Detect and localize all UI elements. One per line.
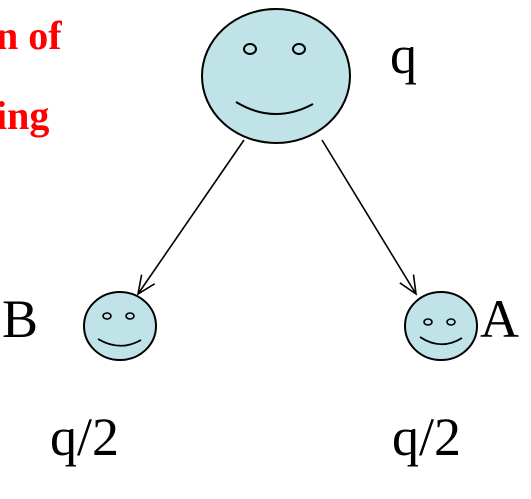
- top-smiley-icon: [201, 8, 351, 144]
- heading-line-2: ing: [0, 93, 50, 138]
- arrow-to-a: [321, 139, 416, 294]
- label-b: B: [2, 289, 39, 349]
- heading-line-1: n of: [0, 13, 62, 58]
- label-a-charge: q/2: [392, 407, 462, 467]
- left-smiley-icon: [83, 291, 157, 361]
- right-smiley-icon: [404, 291, 478, 361]
- label-q: q: [390, 25, 417, 85]
- arrow-to-b: [138, 139, 245, 294]
- label-b-charge: q/2: [50, 407, 120, 467]
- label-a: A: [480, 289, 519, 349]
